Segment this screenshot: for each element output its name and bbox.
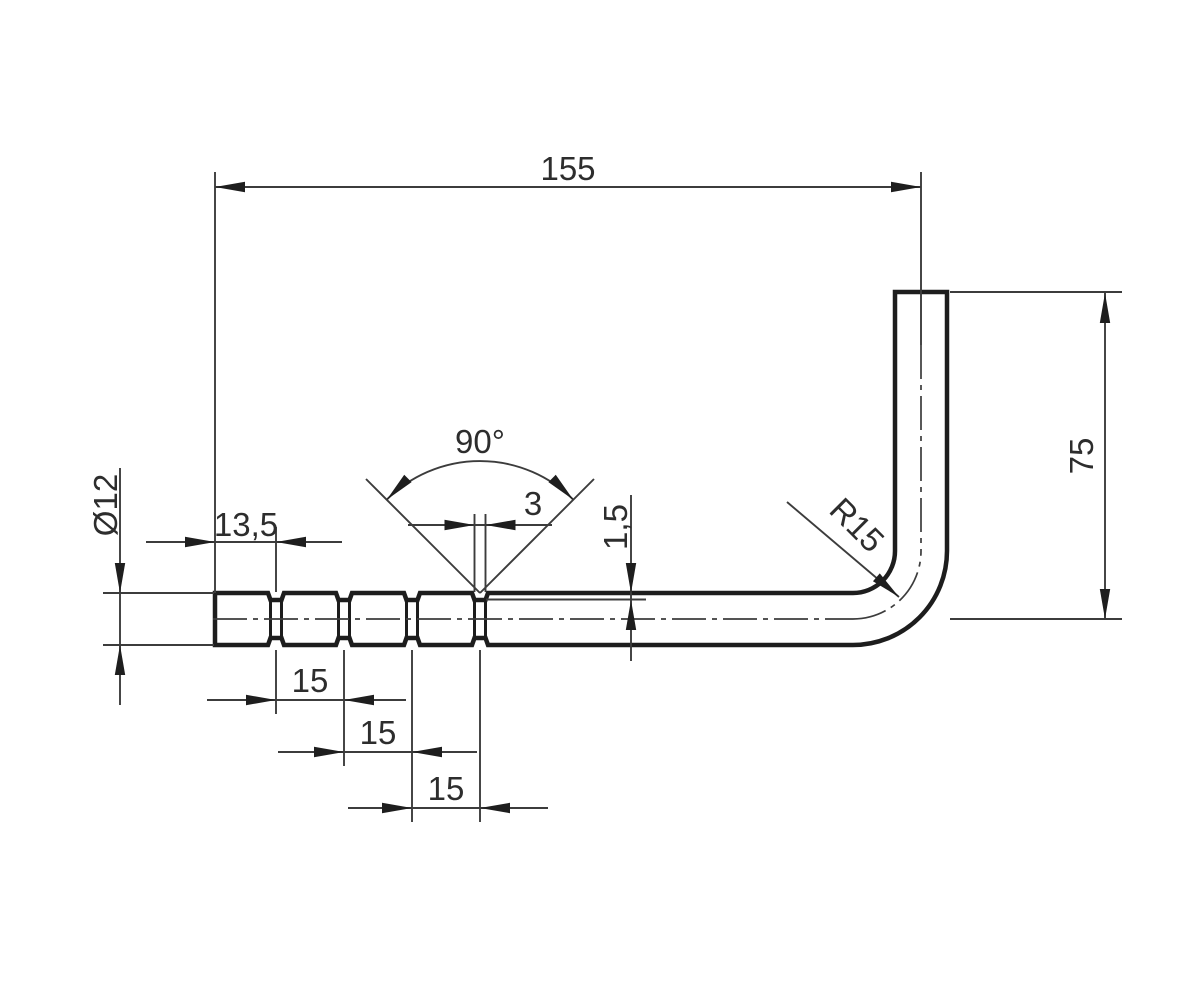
dim-label-groove-depth: 1,5 [597,504,634,550]
part-outline [212,289,950,648]
arrowhead [625,600,637,630]
dimension-overall-length: 155 [214,150,922,593]
dim-label-groove-pitch-3: 15 [428,770,465,807]
arrowhead [114,645,126,675]
arrowhead [872,573,899,597]
bar-profile [212,289,950,648]
dim-label-overall-length: 155 [540,150,595,187]
dim-label-groove-pitch-1: 15 [292,662,329,699]
dim-label-leg-height: 75 [1063,438,1100,475]
arrowhead [412,746,442,758]
bend-centerline-arc [852,550,922,620]
arrowhead [382,802,412,814]
arrowhead [891,181,921,193]
arrowhead [485,519,516,531]
dimension-leg-height: 75 [950,291,1122,620]
arrowhead [548,474,574,500]
arrowhead [185,536,215,548]
dimension-end-to-first-groove: 13,5 [146,506,342,592]
arrowhead [444,519,475,531]
dimension-bend-radius: R15 [786,490,900,598]
dimension-groove-angle: 90° [365,423,595,594]
dim-label-bar-diameter: Ø12 [87,474,124,536]
arrowhead [625,563,637,593]
arrowhead [480,802,510,814]
dim-label-groove-angle: 90° [455,423,505,460]
dimension-bar-diameter: Ø12 [87,468,214,705]
angle-leg-right [479,478,595,594]
dim-label-end-to-first-groove: 13,5 [214,506,278,543]
centerlines [213,345,922,620]
dim-label-bend-radius: R15 [823,490,892,559]
arrowhead [276,536,306,548]
dimension-groove-width: 3 [408,485,552,592]
dimension-groove-pitch-2: 15 [278,650,477,822]
arrowhead [114,563,126,593]
dimension-groove-depth: 1,5 [486,495,646,661]
dim-label-groove-width: 3 [524,485,542,522]
arrowhead [314,746,344,758]
arrowhead [215,181,245,193]
arrowhead [344,694,374,706]
arrowhead [386,474,412,500]
arrowhead [1099,293,1111,323]
arrowhead [1099,589,1111,619]
angle-leg-left [365,478,481,594]
dimension-groove-pitch-3: 15 [348,650,548,822]
dim-label-groove-pitch-2: 15 [360,714,397,751]
dimension-groove-pitch-1: 15 [207,650,406,766]
angle-arc [386,460,574,501]
arrowhead [246,694,276,706]
